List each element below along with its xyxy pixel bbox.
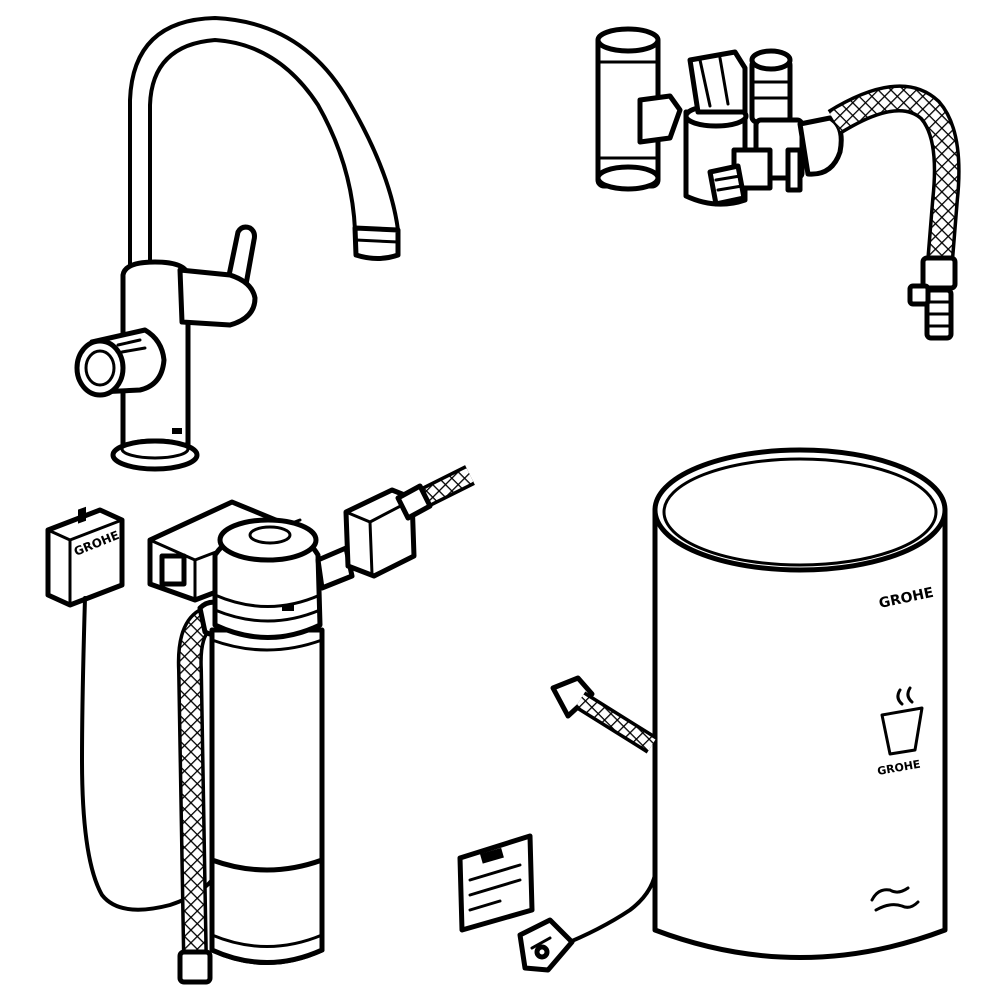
kitchen-faucet-icon bbox=[74, 16, 401, 472]
control-display-icon: GROHE bbox=[45, 506, 214, 912]
power-plug-icon bbox=[517, 873, 657, 973]
water-filter-icon bbox=[147, 465, 475, 985]
boiler-tank-icon: GROHE GROHE bbox=[550, 447, 948, 960]
instruction-label-icon bbox=[457, 833, 535, 933]
braided-hose-icon bbox=[827, 84, 961, 341]
t-valve-connector-icon bbox=[595, 26, 844, 207]
